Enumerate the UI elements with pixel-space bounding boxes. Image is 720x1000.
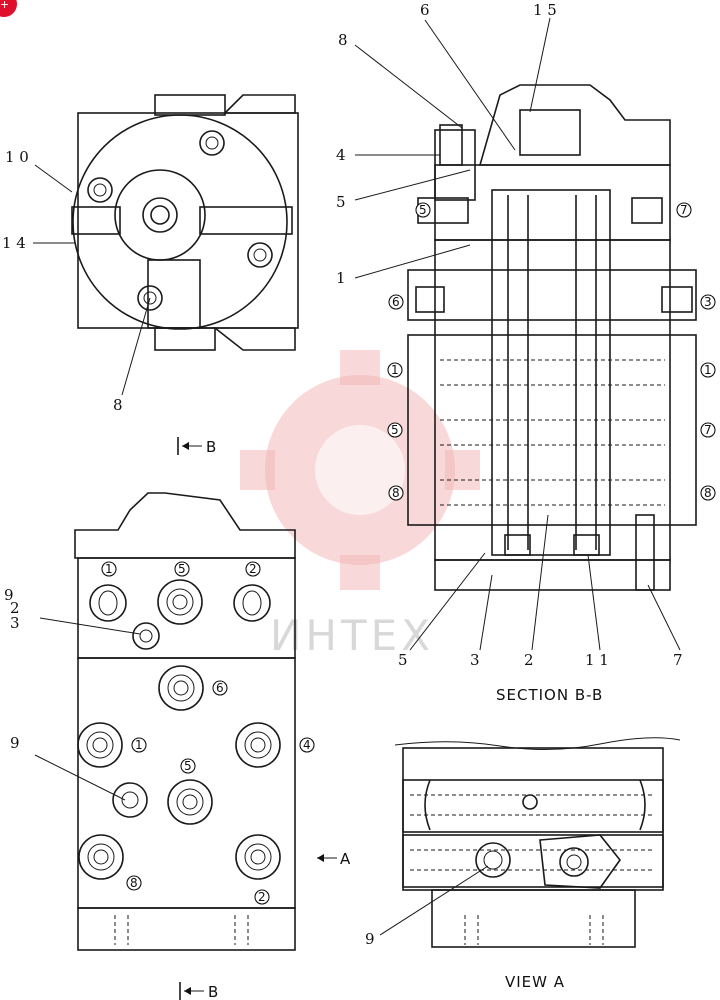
callout-5-bottom: 5 — [398, 651, 408, 669]
callout-9-view-a: 9 — [365, 930, 375, 948]
section-arrow-b-top — [177, 437, 202, 455]
section-left-port-5b: 5 — [391, 423, 399, 437]
callout-8-section: 8 — [338, 31, 348, 49]
callout-9-front-top: 9 — [4, 586, 14, 604]
callout-6: 6 — [420, 1, 430, 19]
callout-2: 2 — [524, 651, 534, 669]
callout-3-front: 3 — [10, 614, 20, 632]
callout-15: 1 5 — [533, 1, 557, 19]
callout-14: 1 4 — [2, 234, 26, 252]
front-port-5b: 5 — [184, 759, 192, 773]
view-a — [379, 737, 681, 948]
section-b-b — [354, 17, 697, 651]
callout-1: 1 — [336, 269, 346, 287]
callout-2-front: 2 — [10, 599, 20, 617]
watermark-text: ИНТЕХ — [270, 611, 434, 660]
svg-text:+: + — [0, 0, 9, 11]
callout-10: 1 0 — [5, 148, 29, 166]
callout-11: 1 1 — [585, 651, 609, 669]
section-left-port-5: 5 — [419, 203, 427, 217]
callout-4: 4 — [336, 146, 346, 164]
front-port-8: 8 — [130, 876, 138, 890]
section-port-markers-right — [676, 202, 716, 501]
front-port-6: 6 — [216, 681, 224, 695]
section-port-markers-left — [387, 202, 431, 501]
view-a-title: VIEW A — [505, 973, 565, 991]
section-left-port-1: 1 — [391, 363, 399, 377]
callout-9-front: 9 — [10, 734, 20, 752]
callout-5-top: 5 — [336, 193, 346, 211]
callout-8-top: 8 — [113, 396, 123, 414]
section-right-port-7: 7 — [680, 203, 688, 217]
top-view — [33, 94, 299, 396]
callout-3: 3 — [470, 651, 480, 669]
section-left-port-8: 8 — [392, 486, 400, 500]
section-right-port-1: 1 — [704, 363, 712, 377]
front-port-4: 4 — [303, 738, 311, 752]
front-port-1: 1 — [105, 562, 113, 576]
section-arrow-b-bottom-label: B — [208, 983, 219, 1000]
section-left-port-6: 6 — [392, 295, 400, 309]
section-right-port-8: 8 — [704, 486, 712, 500]
front-port-markers — [101, 561, 315, 905]
view-arrow-a-label: A — [340, 850, 351, 868]
section-right-port-7b: 7 — [704, 423, 712, 437]
corner-badge: + — [0, 0, 17, 17]
front-view — [34, 492, 296, 951]
callout-7: 7 — [673, 651, 683, 669]
section-arrow-b-top-label: B — [206, 438, 217, 456]
section-title: SECTION B-B — [496, 686, 603, 704]
watermark-gear — [240, 350, 480, 590]
view-arrow-a — [317, 854, 337, 862]
front-port-5: 5 — [178, 562, 186, 576]
section-right-port-3: 3 — [704, 295, 712, 309]
front-port-1b: 1 — [135, 738, 143, 752]
front-port-2: 2 — [249, 562, 257, 576]
section-arrow-b-bottom — [179, 982, 204, 1000]
front-port-2b: 2 — [258, 890, 266, 904]
